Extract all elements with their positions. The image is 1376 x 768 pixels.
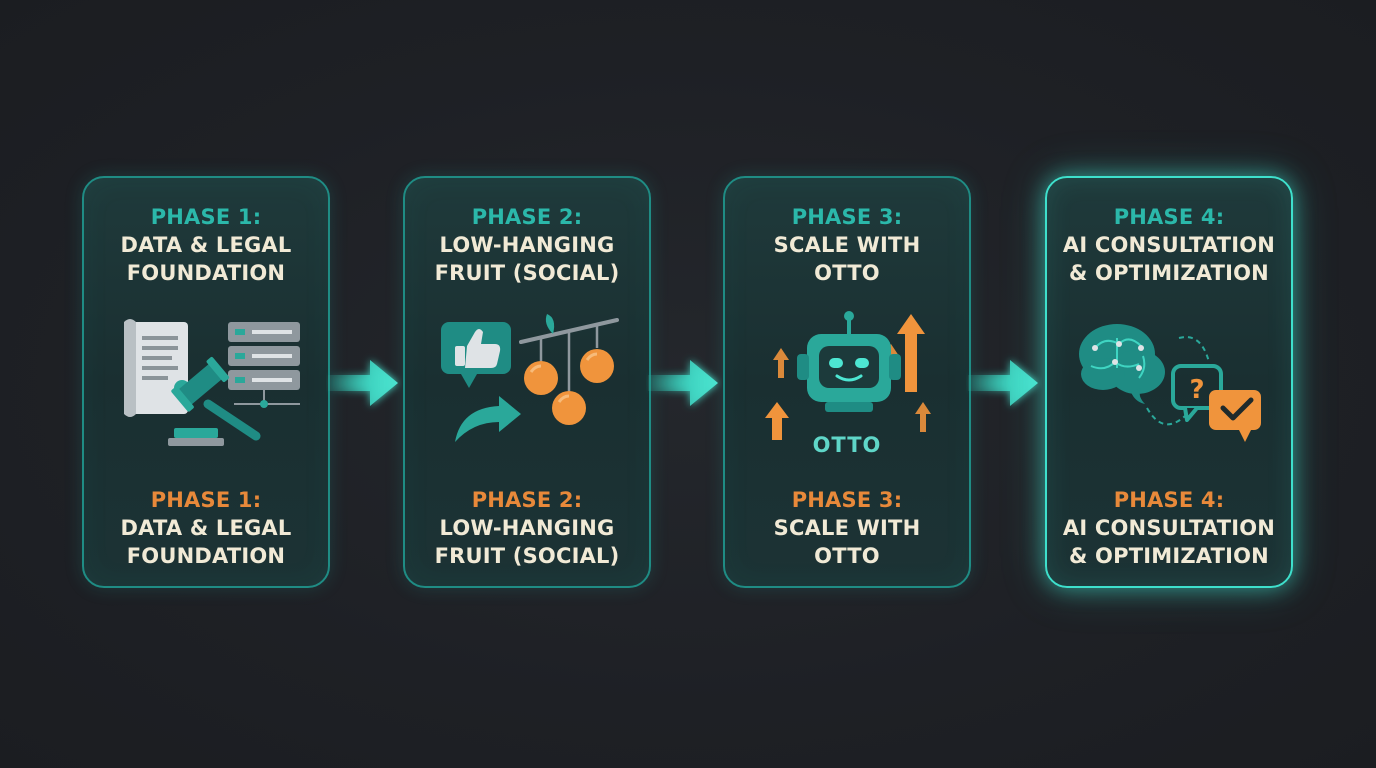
- phase-4-title-line1: AI CONSULTATION: [1062, 233, 1276, 257]
- phase-3-title-line2: OTTO: [814, 261, 880, 285]
- phase-4-title-bottom-line1: AI CONSULTATION: [1062, 516, 1276, 540]
- phase-1-label: PHASE 1:: [150, 205, 262, 229]
- phase-1-card: PHASE 1: DATA & LEGAL FOUNDATION: [82, 176, 330, 588]
- otto-icon-label: OTTO: [812, 433, 882, 457]
- phase-2-title-bottom-line1: LOW-HANGING: [439, 516, 615, 540]
- phase-4-footer: PHASE 4: AI CONSULTATION & OPTIMIZATION: [1047, 486, 1291, 570]
- phase-2-label-bottom: PHASE 2:: [471, 488, 583, 512]
- phase-2-title-line1: LOW-HANGING: [439, 233, 615, 257]
- phase-2-title-bottom-line2: FRUIT (SOCIAL): [434, 544, 620, 568]
- phase-3-label-bottom: PHASE 3:: [791, 488, 903, 512]
- robot-arrows-icon: [765, 311, 931, 440]
- svg-text:?: ?: [1189, 375, 1204, 405]
- phase-3-title-bottom-line2: OTTO: [814, 544, 880, 568]
- phase-2-footer: PHASE 2: LOW-HANGING FRUIT (SOCIAL): [405, 486, 649, 570]
- phase-2-card: PHASE 2: LOW-HANGING FRUIT (SOCIAL): [403, 176, 651, 588]
- phase-3-title-line1: SCALE WITH: [773, 233, 921, 257]
- phase-3-footer: PHASE 3: SCALE WITH OTTO: [725, 486, 969, 570]
- phase-1-label-bottom: PHASE 1:: [150, 488, 262, 512]
- phase-1-footer: PHASE 1: DATA & LEGAL FOUNDATION: [84, 486, 328, 570]
- phase-1-title-bottom-line2: FOUNDATION: [126, 544, 286, 568]
- phase-4-header: PHASE 4: AI CONSULTATION & OPTIMIZATION: [1047, 203, 1291, 287]
- phase-3-card: PHASE 3: SCALE WITH OTTO: [723, 176, 971, 588]
- phase-4-label: PHASE 4:: [1113, 205, 1225, 229]
- thumbs-up-fruit-icon: [441, 314, 619, 442]
- phase-4-title-line2: & OPTIMIZATION: [1069, 261, 1269, 285]
- arrow-right-icon: [648, 360, 718, 406]
- phase-1-title-line2: FOUNDATION: [126, 261, 286, 285]
- phase-2-label: PHASE 2:: [471, 205, 583, 229]
- phase-4-title-bottom-line2: & OPTIMIZATION: [1069, 544, 1269, 568]
- phase-4-label-bottom: PHASE 4:: [1113, 488, 1225, 512]
- phase-1-title-line1: DATA & LEGAL: [120, 233, 292, 257]
- document-server-gavel-icon: [124, 319, 300, 446]
- brain-chat-icon: ?: [1079, 324, 1261, 442]
- phase-1-header: PHASE 1: DATA & LEGAL FOUNDATION: [84, 203, 328, 287]
- phase-3-label: PHASE 3:: [791, 205, 903, 229]
- phase-3-header: PHASE 3: SCALE WITH OTTO: [725, 203, 969, 287]
- phase-2-title-line2: FRUIT (SOCIAL): [434, 261, 620, 285]
- arrow-right-icon: [968, 360, 1038, 406]
- phase-3-title-bottom-line1: SCALE WITH: [773, 516, 921, 540]
- phase-2-header: PHASE 2: LOW-HANGING FRUIT (SOCIAL): [405, 203, 649, 287]
- arrow-right-icon: [328, 360, 398, 406]
- phase-4-card: PHASE 4: AI CONSULTATION & OPTIMIZATION: [1045, 176, 1293, 588]
- phase-1-title-bottom-line1: DATA & LEGAL: [120, 516, 292, 540]
